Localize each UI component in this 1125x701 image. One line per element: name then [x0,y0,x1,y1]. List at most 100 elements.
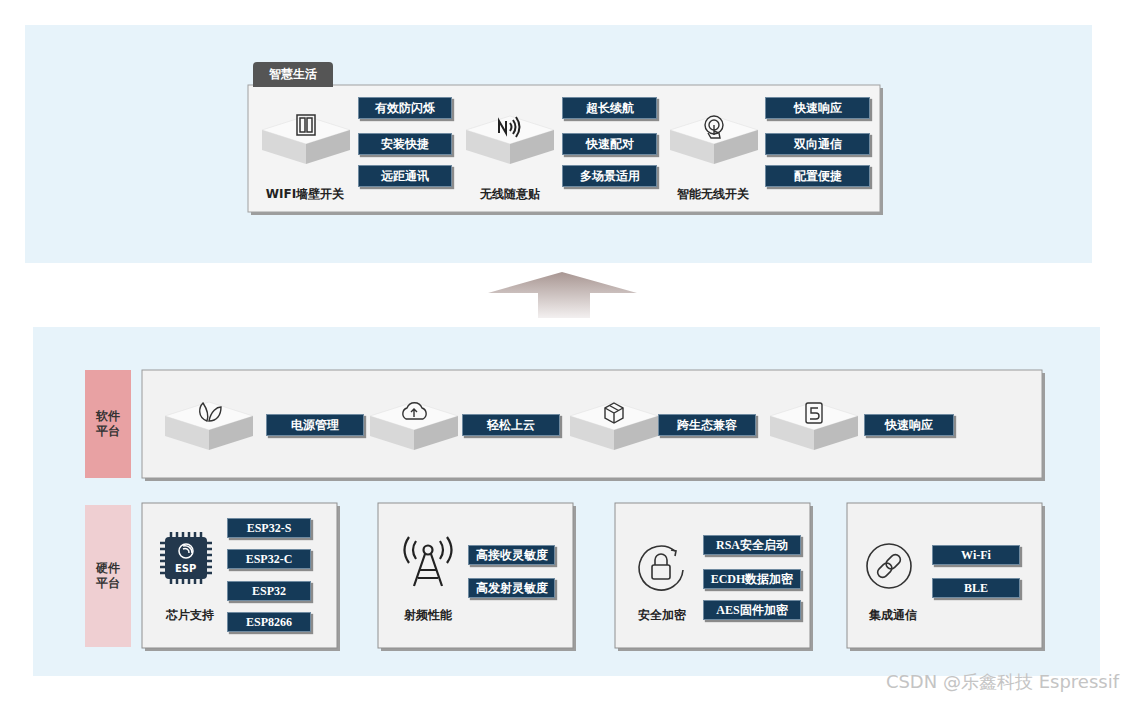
art-shape [876,553,903,580]
cube-block [570,402,658,450]
label-text: 有效防闪烁 [375,100,435,117]
hardware-box: 安全加密RSA安全启动ECDH数据加密AES固件加密 [615,503,810,648]
art-shape [403,403,426,419]
product-caption: WIFI墙壁开关 [263,184,348,202]
art-shape [671,550,676,556]
cube-block [165,402,253,450]
platform-label: 硬件平台 [85,505,131,647]
security-tag: RSA安全启动 [703,535,801,555]
art-shape [142,503,337,648]
art-shape [414,554,442,586]
leaf-icon [200,403,221,421]
bottom-band [33,327,1100,676]
smart-life-panel [248,85,880,212]
feature-tag: 高发射灵敏度 [468,578,555,598]
label-text: 轻松上云 [487,417,535,434]
art-shape [513,120,516,134]
cloud-icon [403,403,426,419]
art-shape [300,118,305,132]
label-text: 无线随意贴 [480,186,540,203]
label-text: 跨生态兼容 [677,417,737,434]
art-shape [655,554,667,565]
art-shape [876,561,894,579]
chip-tag: ESP8266 [227,612,311,632]
smart-life-panel: 智慧生活WIFI墙壁开关有效防闪烁安装快捷远距通讯无线随意贴超长续航快速配对多场… [248,85,880,212]
feature-tag: 配置便捷 [765,165,870,187]
feature-tag: 双向通信 [765,133,870,155]
software-panel [142,370,1042,478]
chip-icon [160,532,212,584]
cube-block [262,116,350,164]
label-text: 超长续航 [586,100,634,117]
label-text: 多场景适用 [580,168,640,185]
label-text: RSA安全启动 [716,537,788,554]
antenna-icon [405,537,452,586]
platform-label: 软件平台 [85,370,131,478]
label-text: 安装快捷 [381,136,429,153]
art-shape [160,532,212,584]
art-shape [810,408,819,419]
hardware-box: 集成通信Wi-FiBLE [847,503,1042,648]
label-text: AES固件加密 [716,602,787,619]
link-icon [867,544,911,588]
art-shape [605,406,623,424]
art-shape [179,544,193,558]
hardware-box: 芯片支持ESP32-SESP32-CESP32ESP8266 [142,503,337,648]
platform-name: 硬件平台 [96,561,120,591]
art-shape [605,403,623,423]
art-shape [424,546,433,555]
art-shape [499,121,506,133]
label-text: WIFI墙壁开关 [266,186,344,203]
feature-tag: 远距通讯 [358,165,452,187]
up-arrow [488,272,637,318]
label-text: 快速配对 [586,136,634,153]
side-label-box [85,505,131,647]
feature-tag: 电源管理 [266,414,364,436]
response-icon [806,403,822,423]
label-text: 智能无线开关 [677,186,749,203]
art-shape [405,537,452,563]
art-shape [806,403,822,423]
cube-block [670,116,758,164]
label-text: ECDH数据加密 [711,571,794,588]
chip-marking: ESP [175,563,196,574]
security-tag: ECDH数据加密 [703,569,801,589]
label-text: 快速响应 [885,417,933,434]
label-text: 配置便捷 [794,168,842,185]
art-shape [307,118,312,132]
switch-icon [297,115,315,135]
art-shape [411,409,417,417]
art-shape [183,546,192,553]
art-shape [510,123,512,131]
lock-icon [639,546,683,590]
feature-tag: 快速配对 [562,133,657,155]
feature-tag: 多场景适用 [562,165,657,187]
feature-tag: 轻松上云 [462,414,560,436]
art-shape [165,537,207,579]
label-text: BLE [964,581,988,596]
chip-tag: ESP32-S [227,518,311,538]
comm-tag: Wi-Fi [932,545,1020,565]
art-shape [378,503,573,648]
cube-block [466,116,554,164]
chip-tag: ESP32-C [227,549,311,569]
label-text: 高发射灵敏度 [476,580,548,597]
art-shape [200,403,208,421]
label-text: 芯片支持 [166,607,214,624]
art-shape [297,115,315,135]
art-shape [847,503,1042,648]
feature-tag: 快速响应 [765,97,870,119]
art-shape [179,544,193,558]
top-band [25,25,1092,263]
feature-tag: 快速响应 [864,414,954,436]
art-shape [639,546,683,590]
label-text: Wi-Fi [961,548,991,563]
art-shape [708,125,720,138]
label-text: ESP8266 [246,615,292,630]
art-shape [615,503,810,648]
product-caption: 无线随意贴 [477,184,543,202]
hardware-box: 射频性能高接收灵敏度高发射灵敏度 [378,503,573,648]
touch-icon [705,116,723,138]
label-text: 快速响应 [794,100,842,117]
